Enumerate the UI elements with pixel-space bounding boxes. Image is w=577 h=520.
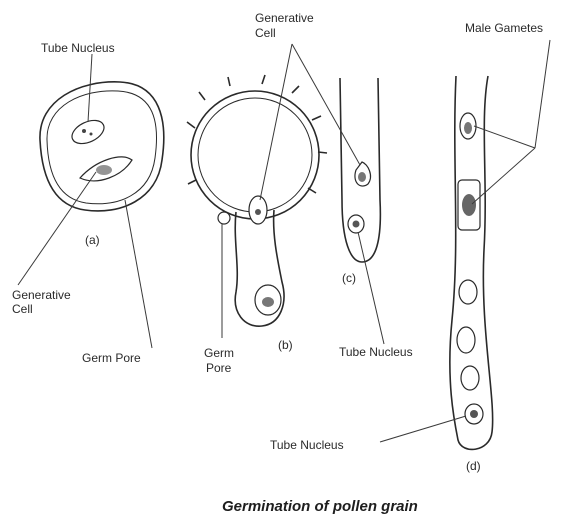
label-tube-nucleus-a: Tube Nucleus: [41, 41, 115, 55]
label-panel-b: (b): [278, 338, 293, 352]
label-generative-cell-top-1: Generative: [255, 11, 314, 25]
label-panel-c: (c): [342, 271, 356, 285]
pollen-tube-c: [340, 78, 380, 262]
label-panel-a: (a): [85, 233, 100, 247]
intine-wall-a: [47, 91, 157, 204]
label-male-gametes: Male Gametes: [465, 21, 543, 35]
label-germ-pore-b-1: Germ: [204, 346, 234, 360]
label-germ-pore-a: Germ Pore: [82, 351, 141, 365]
label-generative-cell-a-1: Generative: [12, 288, 71, 302]
label-generative-cell-a-2: Cell: [12, 302, 33, 316]
figure-caption: Germination of pollen grain: [222, 498, 418, 515]
intine-wall-b: [198, 98, 312, 212]
label-germ-pore-b-2: Pore: [206, 361, 232, 375]
label-generative-cell-top-2: Cell: [255, 26, 276, 40]
label-panel-d: (d): [466, 459, 481, 473]
germ-pore-b: [218, 212, 230, 224]
label-tube-nucleus-c: Tube Nucleus: [339, 345, 413, 359]
pollen-grain-b: [187, 75, 327, 326]
pollen-grain-a: [40, 82, 164, 211]
pollen-tube-d: [450, 76, 493, 449]
label-tube-nucleus-d: Tube Nucleus: [270, 438, 344, 452]
